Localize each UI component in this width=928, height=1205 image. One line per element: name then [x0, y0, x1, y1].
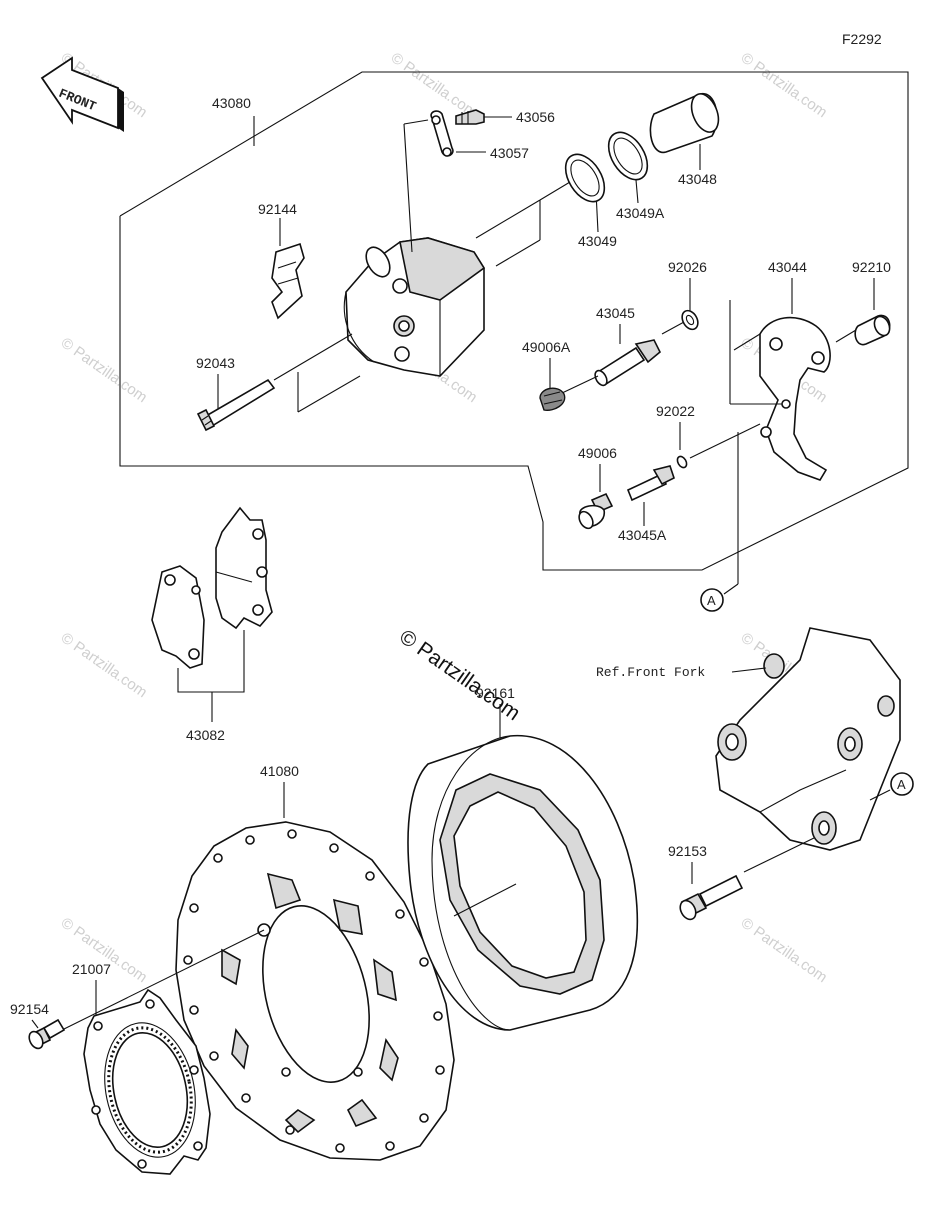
collar-92210 [854, 314, 891, 346]
watermark: © Partzilla.com [58, 629, 151, 701]
caliper-body [343, 237, 486, 377]
front-arrow-icon: FRONT [40, 56, 124, 132]
boot-49006a [539, 387, 566, 411]
label-49006: 49006 [578, 445, 617, 461]
label-92153: 92153 [668, 843, 707, 859]
watermark: © Partzilla.com [738, 49, 831, 121]
bolt-92153 [679, 874, 744, 921]
label-43044: 43044 [768, 259, 807, 275]
piston-43048 [649, 93, 720, 153]
label-43056: 43056 [516, 109, 555, 125]
seal-43049a [607, 131, 649, 181]
label-92043: 92043 [196, 355, 235, 371]
diagram-code: F2292 [842, 31, 882, 47]
watermark: © Partzilla.com [738, 914, 831, 986]
circlip-92022 [676, 455, 688, 469]
center-watermark: © Partzilla.com [395, 625, 524, 725]
ref-front-fork-label: Ref.Front Fork [596, 665, 705, 680]
slide-pin-43045 [594, 339, 661, 387]
label-41080: 41080 [260, 763, 299, 779]
label-43049a: 43049A [616, 205, 665, 221]
slide-pin-43045a [626, 465, 675, 502]
brake-disc-41080 [175, 821, 455, 1161]
assembly-outline [119, 71, 909, 571]
callout-a-circle-lower [890, 772, 914, 796]
label-92026: 92026 [668, 259, 707, 275]
washer-92026 [681, 309, 699, 331]
label-43057: 43057 [490, 145, 529, 161]
seal-43049 [564, 153, 606, 203]
callout-a-lower: A [897, 777, 906, 792]
watermark: © Partzilla.com [388, 49, 481, 121]
label-92144: 92144 [258, 201, 297, 217]
label-92022: 92022 [656, 403, 695, 419]
bleed-valve-43056 [455, 109, 485, 125]
label-92161: 92161 [476, 685, 515, 701]
label-43049: 43049 [578, 233, 617, 249]
brake-pad-left [151, 565, 205, 669]
front-fork-ref [715, 627, 901, 851]
watermark: © Partzilla.com [58, 334, 151, 406]
label-43048: 43048 [678, 171, 717, 187]
label-43080: 43080 [212, 95, 251, 111]
label-43045: 43045 [596, 305, 635, 321]
bolt-92154 [28, 1018, 66, 1050]
callout-a-upper: A [707, 593, 716, 608]
brake-pad-right [215, 506, 273, 630]
label-21007: 21007 [72, 961, 111, 977]
label-43082: 43082 [186, 727, 225, 743]
abs-rotor-21007 [83, 988, 211, 1175]
callout-a-circle [700, 588, 724, 612]
bracket-43044 [759, 316, 831, 481]
bleed-cap-43057 [430, 110, 454, 157]
pin-92043 [196, 378, 276, 432]
label-92210: 92210 [852, 259, 891, 275]
boot-49006 [578, 492, 614, 530]
label-43045a: 43045A [618, 527, 667, 543]
label-92154: 92154 [10, 1001, 49, 1017]
label-49006a: 49006A [522, 339, 571, 355]
ring-92161 [407, 734, 639, 1031]
pad-spring-92144 [271, 242, 305, 320]
